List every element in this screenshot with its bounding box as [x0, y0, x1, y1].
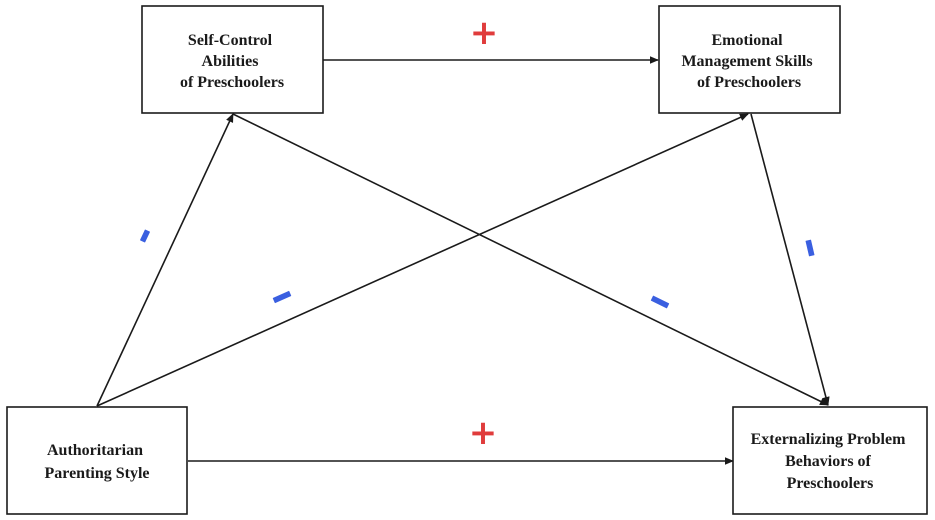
svg-text:Self-Control Abilities: Self-Control Abilities of Preschoolers [180, 32, 284, 91]
node-authoritarian-parenting: Authoritarian Parenting Style [6, 406, 188, 515]
node-emotional-management: Emotional Management Skills of Preschool… [658, 5, 841, 114]
sign-self-to-external [650, 295, 670, 309]
node-self-control: Self-Control Abilities of Preschoolers [141, 5, 324, 114]
sign-auth-to-emotional [272, 290, 292, 304]
edge-auth-to-self [96, 113, 234, 407]
edge-auth-to-emotional [96, 113, 749, 407]
sign-emotional-to-external [805, 239, 815, 257]
node-self-control-line-2: Abilities [202, 53, 259, 70]
node-authoritarian-line-1: Authoritarian [47, 442, 143, 459]
node-emotional-line-1: Emotional [711, 32, 783, 49]
node-externalizing-line-2: Behaviors of [785, 453, 871, 470]
sign-self-to-emotional: + [470, 13, 499, 53]
sign-auth-to-external: + [469, 413, 498, 453]
node-externalizing-behaviors: Externalizing Problem Behaviors of Presc… [732, 406, 928, 515]
node-emotional-line-3: of Preschoolers [697, 74, 801, 91]
node-self-control-line-3: of Preschoolers [180, 74, 284, 91]
edge-self-to-external [232, 113, 829, 406]
svg-text:Externalizing Problem Be: Externalizing Problem Behaviors of Presc… [751, 431, 910, 492]
node-externalizing-line-1: Externalizing Problem [751, 431, 906, 448]
sign-auth-to-self [140, 229, 150, 243]
edge-emotional-to-external [750, 113, 830, 406]
node-authoritarian-line-2: Parenting Style [44, 465, 149, 482]
node-self-control-line-1: Self-Control [188, 32, 273, 49]
svg-text:Authoritarian Parenting: Authoritarian Parenting Style [44, 442, 149, 482]
svg-text:Emotional Management Ski: Emotional Management Skills of Preschool… [681, 32, 816, 91]
node-externalizing-line-3: Preschoolers [787, 475, 874, 492]
node-emotional-line-2: Management Skills [681, 53, 812, 70]
